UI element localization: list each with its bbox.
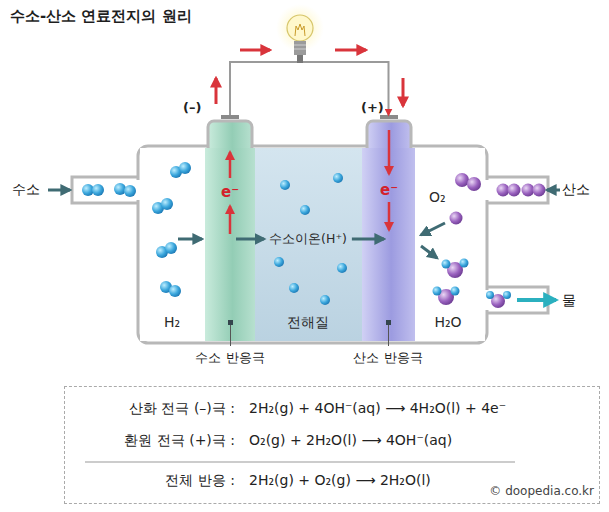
node-text: 산화 전극 (–)극 :	[129, 400, 235, 417]
node-text: 전해질	[287, 314, 329, 331]
node-text: H₂	[164, 314, 180, 331]
electrolyte: 수소이온(H⁺) 전해질	[255, 148, 362, 341]
label-text: 수소	[12, 181, 40, 198]
label-text: © doopedia.co.kr	[487, 484, 596, 498]
node-text: 수소이온(H⁺)	[269, 231, 347, 246]
node-text: O₂(g) + 2H₂O(l) ⟶ 4OH⁻(aq)	[249, 432, 452, 449]
node-text: e⁻	[380, 181, 398, 199]
label-text: 산소 반응극	[353, 350, 422, 366]
label-text: 수소 반응극	[195, 350, 264, 366]
label-text: (+)	[361, 100, 384, 116]
circuit-wire	[230, 62, 389, 115]
diagram-title: 수소-산소 연료전지의 원리	[10, 7, 192, 25]
oxygen-electrode: e⁻	[362, 115, 415, 341]
hydrogen-chamber: H₂	[140, 148, 205, 341]
oxygen-chamber: O₂ H₂O	[415, 148, 485, 341]
node-text: 환원 전극 (+)극 :	[124, 432, 235, 449]
node-text: 전체 반응 :	[165, 472, 235, 489]
label-text: 산소	[562, 181, 590, 198]
node-text: e⁻	[221, 183, 239, 201]
node-text: H₂O	[434, 314, 461, 331]
hydrogen-electrode: e⁻	[205, 115, 255, 341]
node-text: 2H₂(g) + 4OH⁻(aq) ⟶ 4H₂O(l) + 4e⁻	[249, 400, 506, 417]
node-text: 2H₂(g) + O₂(g) ⟶ 2H₂O(l)	[249, 472, 431, 489]
label-text: 물	[562, 292, 576, 309]
node-text: O₂	[429, 189, 446, 206]
label-text: (–)	[183, 100, 201, 116]
